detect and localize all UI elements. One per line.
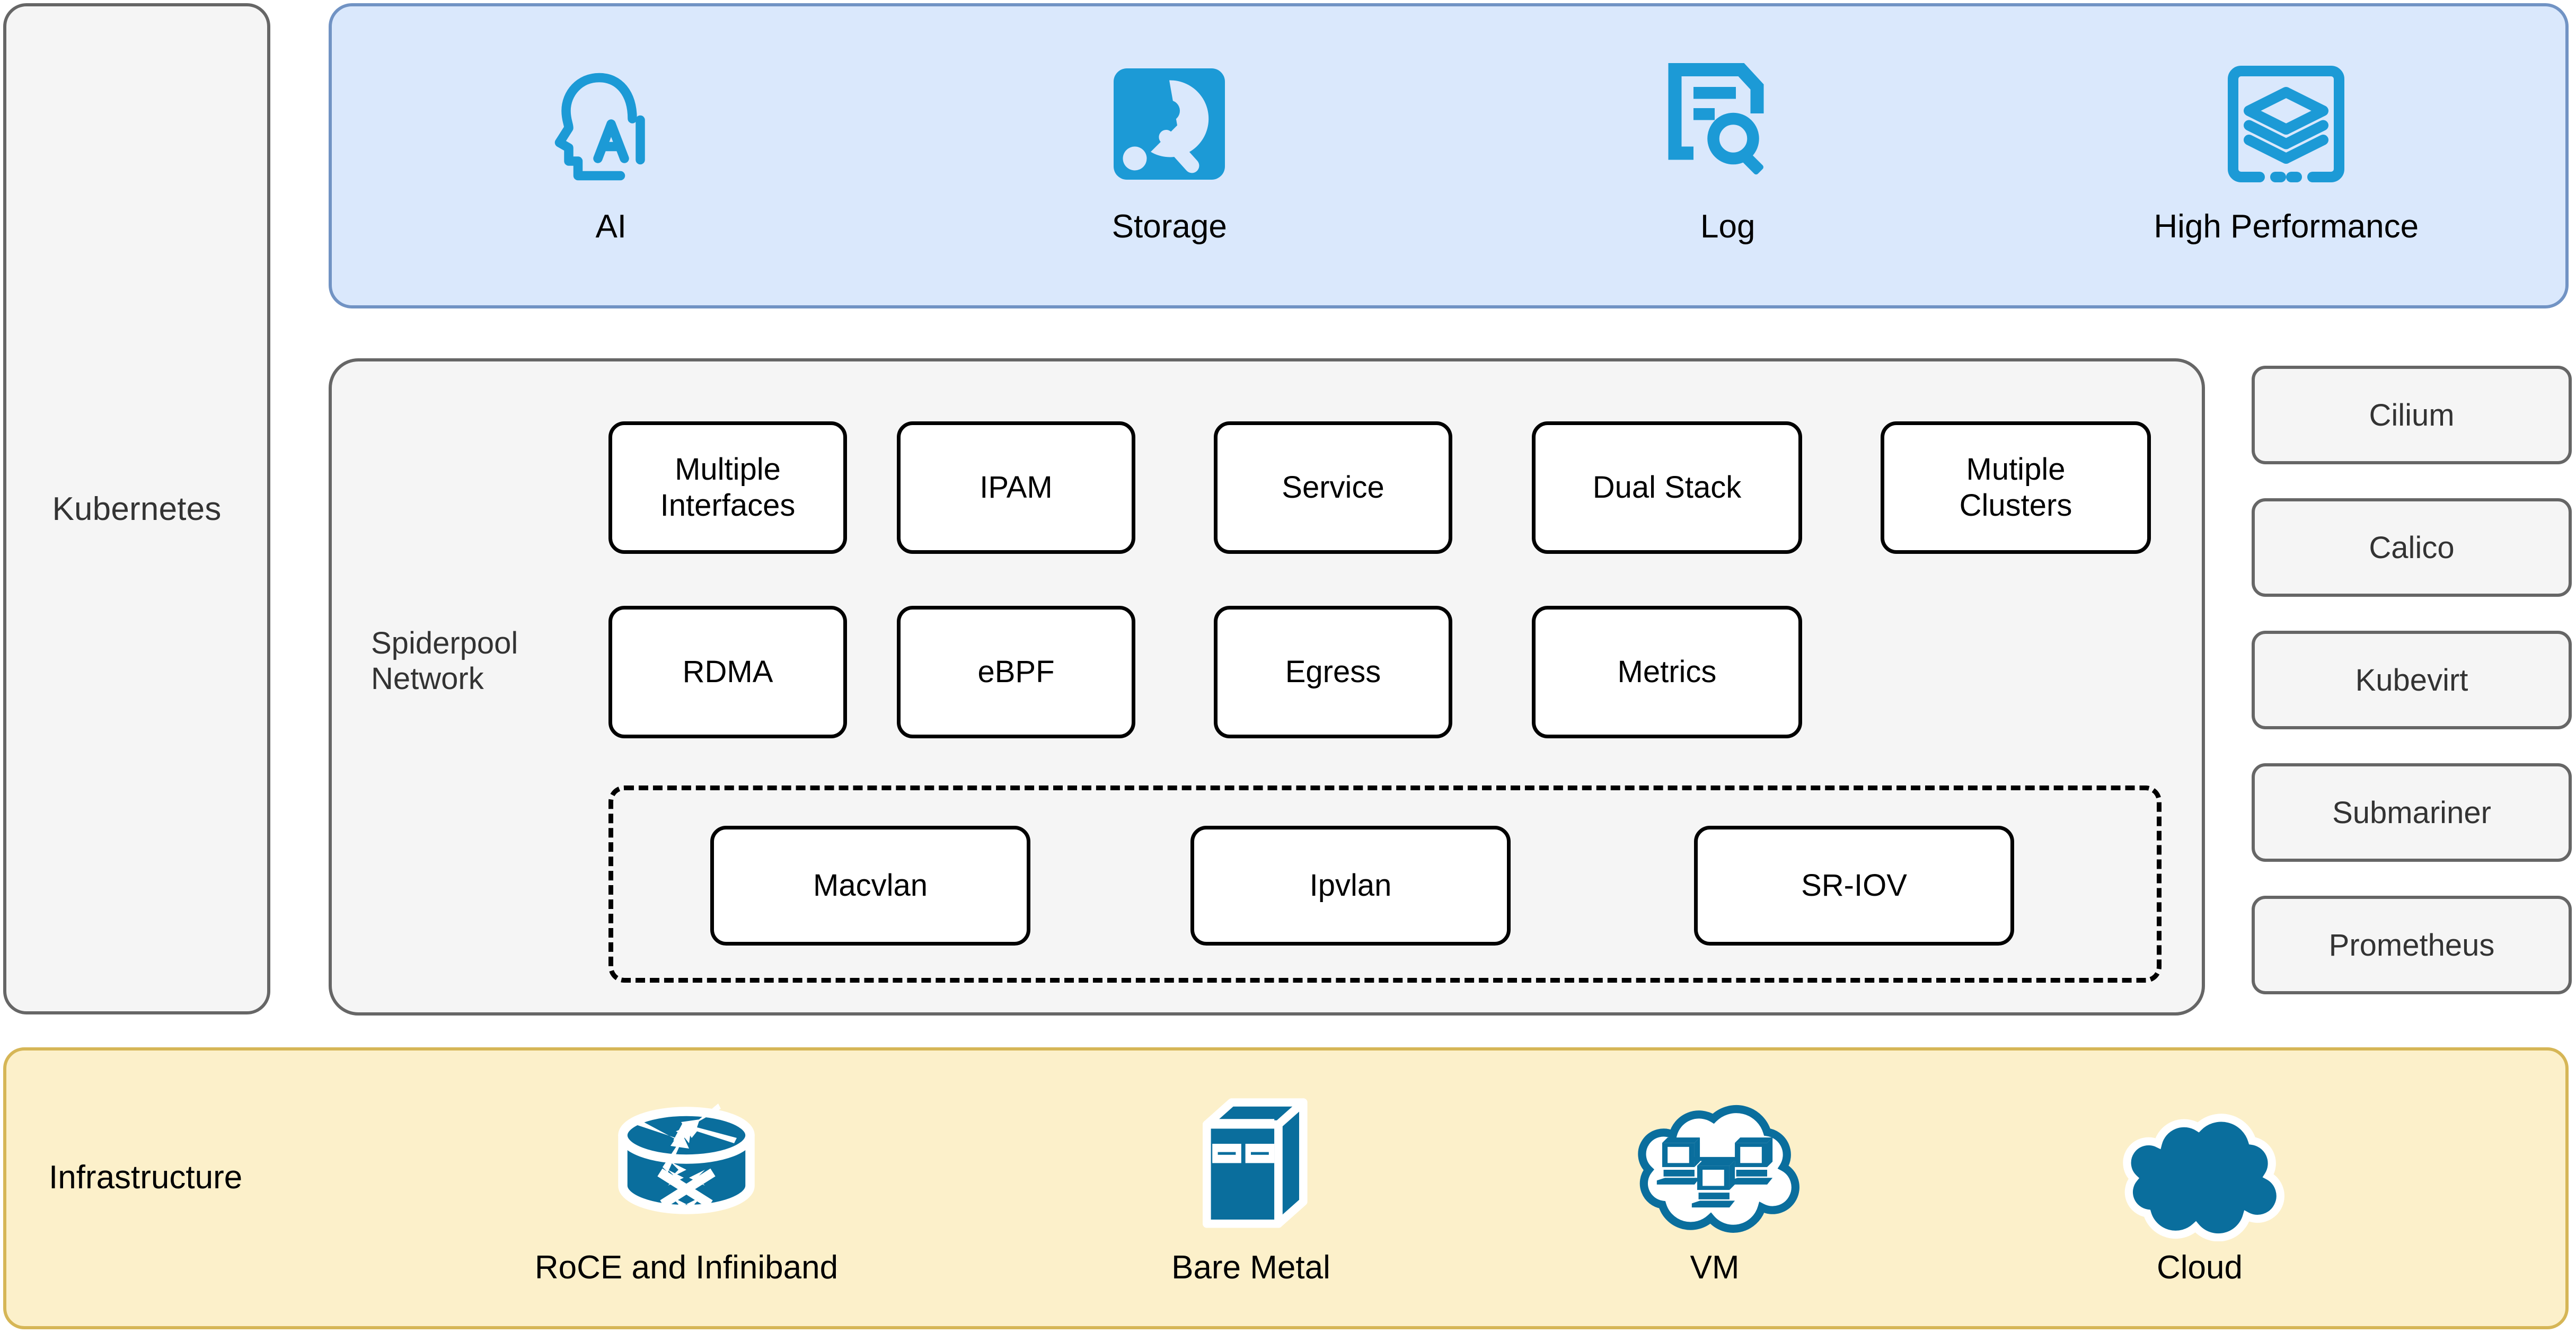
feature-label-line2: Clusters <box>1959 488 2072 523</box>
datapath-box-ipvlan[interactable]: Ipvlan <box>1190 826 1511 946</box>
server-box-icon <box>1182 1072 1320 1241</box>
datapath-box-sriov[interactable]: SR-IOV <box>1694 826 2014 946</box>
layers-icon <box>2220 45 2352 204</box>
feature-label: Dual Stack <box>1592 470 1742 505</box>
cloud-workstations-icon <box>1627 1072 1802 1241</box>
spiderpool-network-label: Spiderpool Network <box>371 625 546 697</box>
capability-label: Storage <box>1111 208 1227 245</box>
capability-item-ai: AI <box>332 6 890 305</box>
feature-box-metrics[interactable]: Metrics <box>1532 606 1802 738</box>
integration-item-prometheus[interactable]: Prometheus <box>2252 896 2572 994</box>
feature-box-rdma[interactable]: RDMA <box>608 606 847 738</box>
feature-label: RDMA <box>682 654 773 689</box>
infrastructure-item-roce-infiniband: RoCE and Infiniband <box>522 1072 851 1310</box>
kubernetes-label: Kubernetes <box>52 490 222 527</box>
feature-label-line1: Mutiple <box>1966 452 2066 487</box>
integration-item-kubevirt[interactable]: Kubevirt <box>2252 631 2572 729</box>
infrastructure-label: Infrastructure <box>49 1159 243 1196</box>
feature-label: Metrics <box>1617 654 1717 689</box>
spiderpool-label-line2: Network <box>371 661 484 696</box>
feature-box-dual-stack[interactable]: Dual Stack <box>1532 421 1802 554</box>
datapath-label: SR-IOV <box>1801 868 1907 903</box>
capability-item-storage: Storage <box>890 6 1449 305</box>
feature-box-ebpf[interactable]: eBPF <box>897 606 1135 738</box>
infrastructure-label-text: Cloud <box>2157 1249 2243 1286</box>
feature-box-ipam[interactable]: IPAM <box>897 421 1135 554</box>
infrastructure-label-text: RoCE and Infiniband <box>534 1249 839 1286</box>
infrastructure-item-bare-metal: Bare Metal <box>1087 1072 1415 1310</box>
datapath-label: Ipvlan <box>1309 868 1392 903</box>
datapath-group <box>608 785 2162 983</box>
infrastructure-item-cloud: Cloud <box>2035 1072 2364 1310</box>
infrastructure-label-text: Bare Metal <box>1171 1249 1330 1286</box>
feature-label: Egress <box>1285 654 1381 689</box>
integration-label: Cilium <box>2369 398 2455 432</box>
capability-item-log: Log <box>1449 6 2007 305</box>
feature-label: Service <box>1282 470 1384 505</box>
integration-item-calico[interactable]: Calico <box>2252 498 2572 597</box>
feature-box-egress[interactable]: Egress <box>1214 606 1452 738</box>
feature-box-service[interactable]: Service <box>1214 421 1452 554</box>
capability-label: AI <box>595 208 627 245</box>
router-icon <box>607 1072 766 1241</box>
spiderpool-label-line1: Spiderpool <box>371 626 518 660</box>
integration-label: Submariner <box>2332 795 2491 830</box>
feature-box-multiple-interfaces[interactable]: Multiple Interfaces <box>608 421 847 554</box>
capability-label: Log <box>1700 208 1755 245</box>
feature-label: IPAM <box>980 470 1053 505</box>
infrastructure-label-text: VM <box>1690 1249 1740 1286</box>
datapath-box-macvlan[interactable]: Macvlan <box>710 826 1030 946</box>
capability-label: High Performance <box>2154 208 2419 245</box>
integration-item-submariner[interactable]: Submariner <box>2252 763 2572 862</box>
integration-item-cilium[interactable]: Cilium <box>2252 366 2572 464</box>
cloud-icon <box>2112 1072 2287 1241</box>
feature-label-line1: Multiple <box>675 452 781 487</box>
integration-label: Prometheus <box>2328 928 2495 963</box>
document-search-icon <box>1662 45 1794 204</box>
integration-label: Calico <box>2369 530 2455 565</box>
hard-disk-icon <box>1103 45 1236 204</box>
infrastructure-item-vm: VM <box>1550 1072 1879 1310</box>
datapath-label: Macvlan <box>813 868 928 903</box>
kubernetes-panel: Kubernetes <box>3 3 270 1014</box>
capability-banner: AI Storage Log <box>329 3 2569 308</box>
feature-label-line2: Interfaces <box>660 488 796 523</box>
feature-label: eBPF <box>977 654 1055 689</box>
capability-item-high-performance: High Performance <box>2007 6 2566 305</box>
integration-label: Kubevirt <box>2355 663 2468 698</box>
ai-head-icon <box>545 45 677 204</box>
feature-box-mutiple-clusters[interactable]: Mutiple Clusters <box>1881 421 2151 554</box>
